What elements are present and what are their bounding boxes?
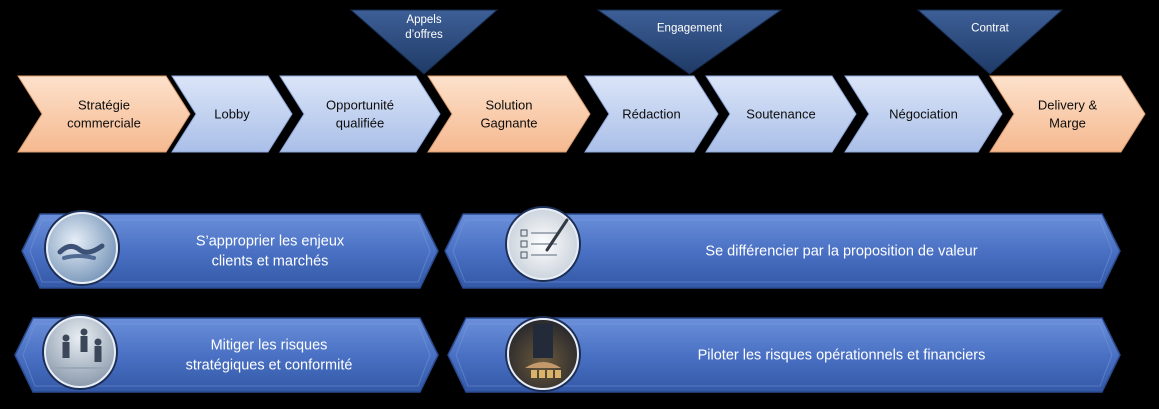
process-chevron-8: [989, 75, 1146, 153]
process-step-label: Rédaction: [622, 107, 681, 122]
objective-banner-bevel: [29, 219, 431, 283]
objective-banner-shape: [444, 213, 1121, 289]
process-step-label: Soutenance: [746, 107, 815, 122]
objective-label: Piloter les risques opérationnels et fin…: [698, 348, 986, 364]
process-step-label: Delivery &Marge: [1038, 98, 1098, 131]
objective-banner: Se différencier par la proposition de va…: [444, 206, 1121, 289]
objective-banner-shape: [21, 213, 439, 289]
process-step: Rédaction: [584, 75, 719, 153]
process-step: Soutenance: [705, 75, 857, 153]
process-chevron-1: [17, 75, 191, 153]
process-step: Négociation: [844, 75, 1003, 153]
process-chevron-2: [171, 75, 293, 153]
objective-banner-bevel: [452, 219, 1113, 283]
hands-coins-photo-icon: [505, 316, 581, 392]
process-step: Lobby: [171, 75, 293, 153]
checklist-photo-icon: [505, 206, 581, 282]
milestone-label: Contrat: [971, 23, 1010, 35]
handshake-photo-icon: [44, 210, 120, 286]
milestone-marker: [916, 9, 1064, 75]
objective-label: Se différencier par la proposition de va…: [705, 244, 977, 260]
milestone-label: Engagement: [657, 23, 723, 35]
process-chevron-3: [279, 75, 441, 153]
process-chevron-5: [584, 75, 719, 153]
process-step-label: Négociation: [889, 107, 958, 122]
process-chevron-7: [844, 75, 1003, 153]
objective-banner: Piloter les risques opérationnels et fin…: [447, 316, 1121, 393]
chess-businessmen-photo-icon: [42, 314, 118, 390]
milestones: [349, 9, 1064, 75]
process-chevron-6: [705, 75, 857, 153]
objective-banner-bevel: [22, 323, 431, 387]
process-step-label: Lobby: [214, 107, 250, 122]
process-step: Delivery &Marge: [989, 75, 1146, 153]
objective-banner-shape: [14, 317, 439, 393]
milestone-marker: [349, 9, 499, 75]
objective-banner-shape: [447, 317, 1121, 393]
objective-banner-bevel: [455, 323, 1113, 387]
milestone-marker: [596, 9, 783, 75]
process-chevron-4: [427, 75, 591, 153]
